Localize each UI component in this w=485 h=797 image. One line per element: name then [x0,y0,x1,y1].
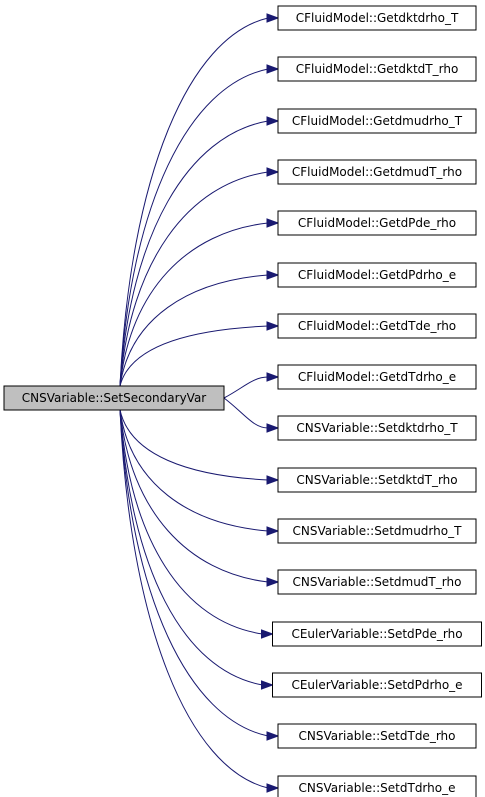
node-label: CFluidModel::GetdmudT_rho [292,165,462,179]
root-node-label: CNSVariable::SetSecondaryVar [22,391,207,405]
arrowhead-icon [266,64,280,74]
edge-to-cfluidmodel-getdtde-rho [119,325,269,387]
node-label: CNSVariable::SetdktdT_rho [296,473,457,487]
edge-to-cnsvariable-setdktdrho-t [223,397,269,429]
node-cfluidmodel-getdmudrho-t[interactable]: CFluidModel::Getdmudrho_T [277,108,477,134]
node-label: CEulerVariable::SetdPdrho_e [291,678,462,692]
node-label: CFluidModel::GetdktdT_rho [296,62,459,76]
node-label: CNSVariable::Setdmudrho_T [293,524,463,538]
arrowhead-icon [266,577,280,587]
edge-to-ceulervariable-setdpde-rho [119,409,263,635]
node-cnsvariable-setdktdt-rho[interactable]: CNSVariable::SetdktdT_rho [277,467,477,493]
node-ceulervariable-setdpde-rho[interactable]: CEulerVariable::SetdPde_rho [272,621,482,647]
arrowhead-icon [266,116,280,126]
edge-to-cnsvariable-setdktdt-rho [119,409,269,481]
arrowhead-icon [266,475,280,485]
arrowhead-icon [266,731,280,741]
node-cnsvariable-setdktdrho-t[interactable]: CNSVariable::Setdktdrho_T [277,415,477,441]
edge-to-cfluidmodel-getdktdt-rho [119,68,269,387]
arrowhead-icon [266,13,280,23]
arrowhead-icon [266,783,280,793]
node-label: CEulerVariable::SetdPde_rho [291,627,462,641]
node-cfluidmodel-getdtde-rho[interactable]: CFluidModel::GetdTde_rho [277,313,477,339]
node-cnsvariable-setdmudt-rho[interactable]: CNSVariable::SetdmudT_rho [277,569,477,595]
arrowhead-icon [266,218,280,228]
node-label: CNSVariable::SetdTde_rho [299,729,456,743]
node-cfluidmodel-getdpdrho-e[interactable]: CFluidModel::GetdPdrho_e [277,262,477,288]
edge-to-cfluidmodel-getdtdrho-e [223,376,269,399]
edge-to-cnsvariable-setdmudrho-t [119,409,269,532]
root-node[interactable]: CNSVariable::SetSecondaryVar [3,385,225,411]
node-cnsvariable-setdtde-rho[interactable]: CNSVariable::SetdTde_rho [277,723,477,749]
edge-to-cnsvariable-setdtde-rho [119,409,269,737]
node-label: CFluidModel::GetdTde_rho [298,319,456,333]
node-label: CFluidModel::GetdTdrho_e [298,370,456,384]
edge-to-ceulervariable-setdpdrho-e [119,409,263,686]
edge-to-cnsvariable-setdmudt-rho [119,409,269,583]
node-label: CFluidModel::GetdPdrho_e [298,268,456,282]
arrowhead-icon [261,629,274,639]
nodes-layer: CNSVariable::SetSecondaryVar CFluidModel… [3,5,482,797]
arrowhead-icon [266,372,280,382]
edge-to-cfluidmodel-getdmudt-rho [119,171,269,387]
arrowhead-icon [266,167,280,177]
edge-to-cnsvariable-setdtdrho-e [119,409,269,789]
node-cfluidmodel-getdpde-rho[interactable]: CFluidModel::GetdPde_rho [277,210,477,236]
node-cnsvariable-setdmudrho-t[interactable]: CNSVariable::Setdmudrho_T [277,518,477,544]
arrowhead-icon [266,526,280,536]
node-ceulervariable-setdpdrho-e[interactable]: CEulerVariable::SetdPdrho_e [272,672,482,698]
arrowhead-icon [266,321,280,331]
arrowhead-icon [266,270,280,280]
node-label: CFluidModel::GetdPde_rho [298,216,456,230]
node-label: CNSVariable::SetdmudT_rho [293,575,462,589]
node-label: CFluidModel::Getdktdrho_T [296,11,459,25]
node-cfluidmodel-getdmudt-rho[interactable]: CFluidModel::GetdmudT_rho [277,159,477,185]
node-cfluidmodel-getdtdrho-e[interactable]: CFluidModel::GetdTdrho_e [277,364,477,390]
edge-to-cfluidmodel-getdmudrho-t [119,120,269,387]
edges-layer [119,13,280,793]
node-label: CNSVariable::Setdktdrho_T [296,421,458,435]
edge-to-cfluidmodel-getdktdrho-t [119,17,269,387]
arrowhead-icon [261,680,274,690]
node-cfluidmodel-getdktdrho-t[interactable]: CFluidModel::Getdktdrho_T [277,5,477,31]
node-cfluidmodel-getdktdt-rho[interactable]: CFluidModel::GetdktdT_rho [277,56,477,82]
node-label: CFluidModel::Getdmudrho_T [292,114,463,128]
node-cnsvariable-setdtdrho-e[interactable]: CNSVariable::SetdTdrho_e [277,775,477,797]
edge-to-cfluidmodel-getdpdrho-e [119,274,269,387]
node-label: CNSVariable::SetdTdrho_e [299,781,456,795]
edge-to-cfluidmodel-getdpde-rho [119,222,269,387]
arrowhead-icon [266,423,280,433]
